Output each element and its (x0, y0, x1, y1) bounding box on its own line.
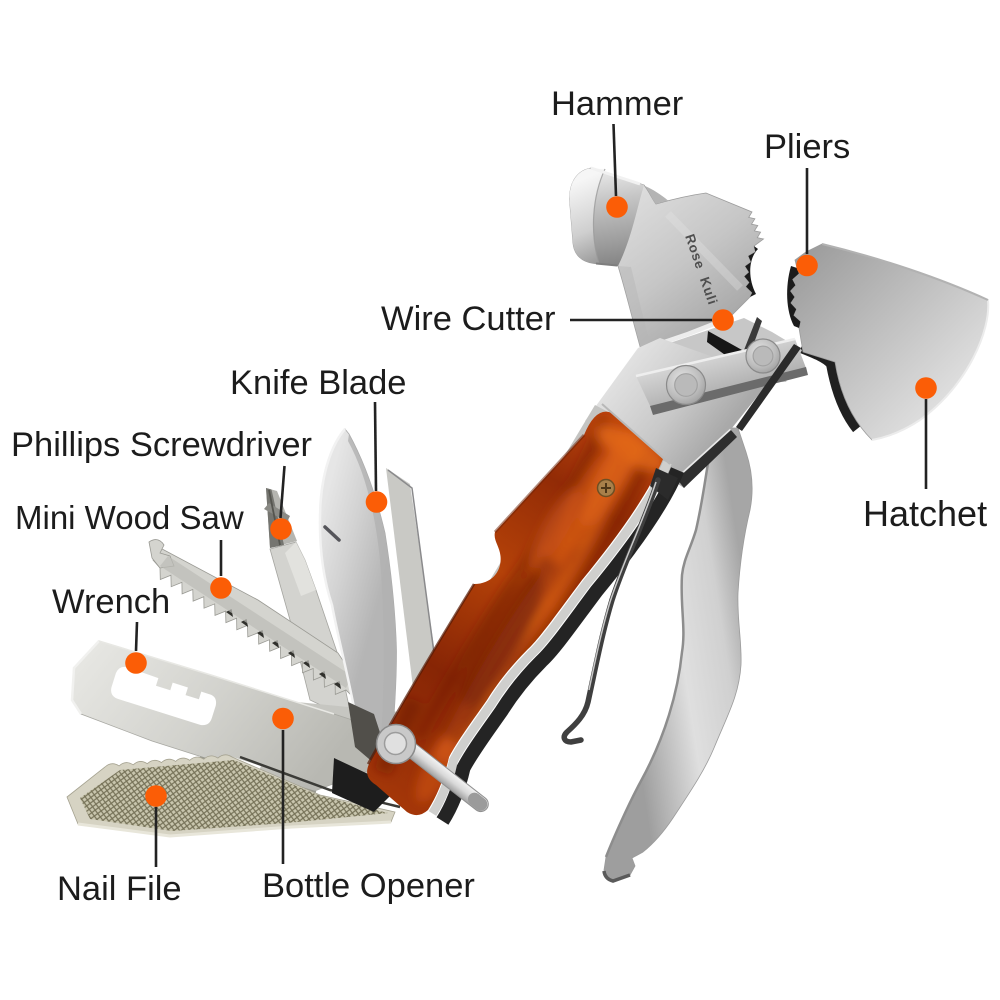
svg-text:Hammer: Hammer (551, 85, 683, 123)
svg-text:Hatchet: Hatchet (863, 493, 987, 534)
svg-text:Pliers: Pliers (764, 128, 850, 166)
svg-text:Mini Wood Saw: Mini Wood Saw (15, 499, 244, 536)
svg-text:Knife Blade: Knife Blade (230, 364, 406, 402)
svg-text:Wrench: Wrench (52, 583, 170, 621)
svg-text:Bottle Opener: Bottle Opener (262, 867, 475, 905)
svg-text:Wire Cutter: Wire Cutter (381, 300, 555, 338)
svg-text:Phillips Screwdriver: Phillips Screwdriver (11, 426, 312, 464)
svg-text:Nail File: Nail File (57, 870, 182, 908)
